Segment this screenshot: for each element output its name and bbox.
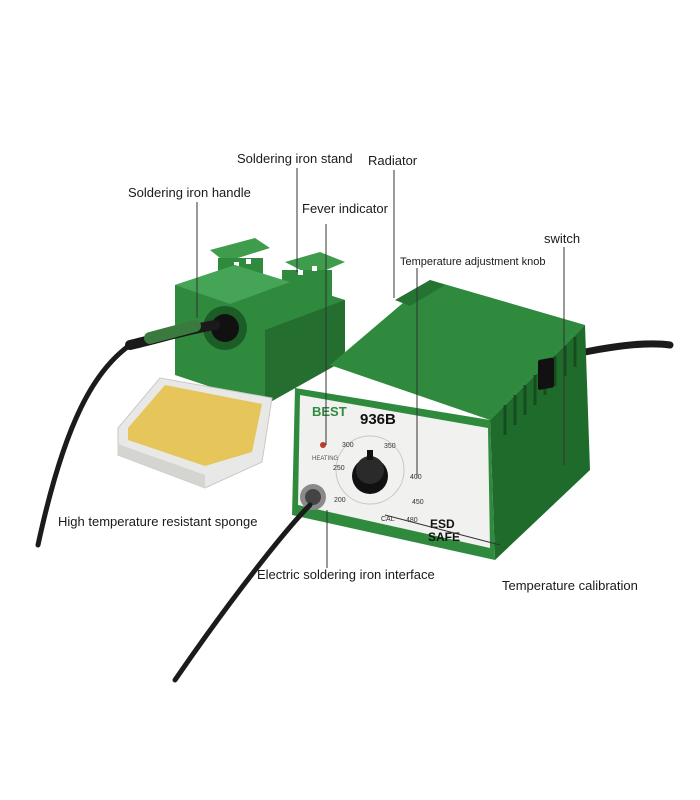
fever-indicator-led [320,442,326,448]
model-label: 936B [360,411,396,428]
power-switch [538,357,554,390]
callout-knob: Temperature adjustment knob [400,256,546,268]
scale-480: 480 [406,517,418,524]
esd-label: ESD [430,517,455,531]
power-cord [581,340,674,356]
temperature-knob [335,435,405,505]
brand-logo: BEST [312,404,347,419]
iron-cable [172,502,313,683]
callout-radiator: Radiator [368,153,418,168]
soldering-iron-stand [117,238,345,489]
iron-interface-connector [300,484,326,510]
cal-label: CAL [381,516,395,523]
leader-lines [196,168,565,568]
callout-fever: Fever indicator [302,201,388,216]
heating-label: HEATING [312,456,339,462]
station-body [292,280,590,560]
scale-450: 450 [412,499,424,506]
callout-handle: Soldering iron handle [128,185,251,200]
safe-label: SAFE [428,530,460,544]
scale-250: 250 [333,465,345,472]
scale-200: 200 [334,497,346,504]
scale-350: 350 [384,443,396,450]
callout-stand: Soldering iron stand [237,151,353,166]
callout-calibration: Temperature calibration [502,578,638,593]
callout-interface: Electric soldering iron interface [257,567,435,582]
soldering-iron [35,320,220,548]
callout-switch: switch [544,231,581,246]
scale-400: 400 [410,474,422,481]
radiator-fins [503,337,577,435]
callout-sponge: High temperature resistant sponge [58,514,258,529]
scale-300: 300 [342,442,354,449]
